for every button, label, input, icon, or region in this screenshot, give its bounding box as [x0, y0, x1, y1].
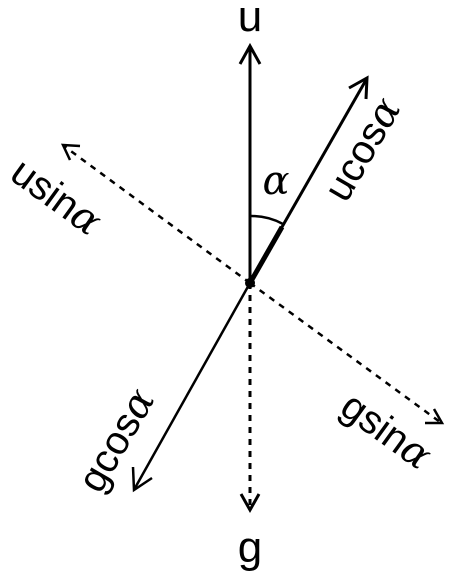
u-sin-vector-arrow [60, 143, 251, 285]
u-vector-arrow [238, 42, 262, 283]
g-label: g [238, 523, 262, 572]
g-cos-label: gcosα [69, 380, 165, 500]
g-vector-arrow [239, 283, 261, 514]
alpha-label: α [262, 158, 289, 204]
u-sin-label: usinα [2, 149, 110, 245]
alpha-angle-arc [249, 214, 284, 226]
g-sin-label: gsinα [332, 383, 440, 479]
g-sin-vector-arrow [249, 281, 445, 425]
u-label: u [238, 0, 262, 41]
incline-thick-segment [247, 225, 285, 285]
u-cos-label: ucosα [315, 89, 411, 209]
g-cos-vector-arrow [131, 282, 252, 493]
origin-point [245, 278, 255, 288]
